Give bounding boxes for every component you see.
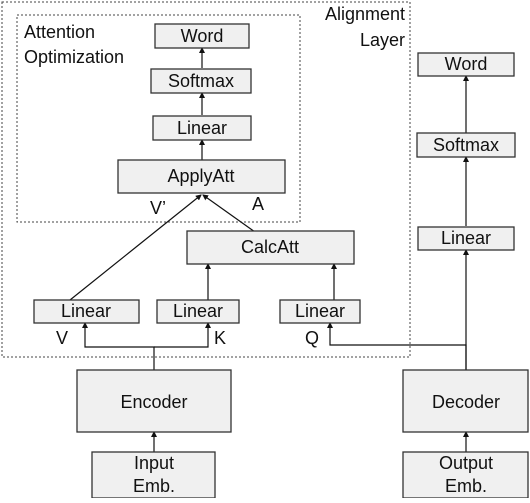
- linear-right-node: Linear: [417, 226, 515, 251]
- output-emb-label-line1: Output: [439, 453, 493, 473]
- a-label: A: [252, 194, 264, 214]
- output-emb-label-line2: Emb.: [445, 476, 487, 496]
- softmax-left-label: Softmax: [168, 71, 234, 91]
- linear-v-node: Linear: [33, 299, 140, 324]
- edge-calcatt-to-applyatt: [202, 194, 256, 233]
- alignment-layer-group: [1, 1, 411, 358]
- decoder-node: Decoder: [402, 369, 529, 433]
- linear-left-node: Linear: [152, 115, 252, 141]
- v-label: V: [56, 328, 68, 348]
- linear-q-node: Linear: [279, 299, 361, 324]
- linear-left-label: Linear: [177, 118, 227, 138]
- softmax-left-node: Softmax: [150, 68, 252, 94]
- input-emb-node: Input Emb.: [91, 451, 216, 499]
- q-label: Q: [305, 328, 319, 348]
- decoder-label: Decoder: [432, 392, 500, 412]
- word-right-node: Word: [417, 52, 515, 77]
- encoder-node: Encoder: [76, 369, 232, 433]
- softmax-right-node: Softmax: [416, 132, 516, 158]
- linear-k-node: Linear: [156, 299, 240, 324]
- word-left-node: Word: [154, 23, 250, 49]
- linear-right-label: Linear: [441, 228, 491, 248]
- word-left-label: Word: [181, 26, 224, 46]
- linear-v-label: Linear: [61, 301, 111, 321]
- attention-optimization-label-line2: Optimization: [24, 47, 124, 67]
- applyatt-label: ApplyAtt: [167, 166, 234, 186]
- applyatt-node: ApplyAtt: [117, 159, 286, 194]
- output-emb-node: Output Emb.: [402, 451, 529, 499]
- edge-linear-v-to-applyatt: [69, 194, 202, 301]
- input-emb-label-line1: Input: [134, 453, 174, 473]
- attention-optimization-label-line1: Attention: [24, 22, 95, 42]
- edge-decoder-to-linear-q: [327, 322, 467, 370]
- linear-q-label: Linear: [295, 301, 345, 321]
- word-right-label: Word: [445, 54, 488, 74]
- input-emb-label-line2: Emb.: [133, 476, 175, 496]
- calcatt-label: CalcAtt: [241, 237, 299, 257]
- calcatt-node: CalcAtt: [186, 230, 355, 265]
- alignment-layer-label-line1: Alignment: [325, 4, 405, 24]
- softmax-right-label: Softmax: [433, 135, 499, 155]
- v-prime-label: V’: [150, 198, 166, 218]
- connectors: [69, 47, 469, 452]
- linear-k-label: Linear: [173, 301, 223, 321]
- k-label: K: [214, 328, 226, 348]
- edge-encoder-to-linear-k: [154, 322, 211, 348]
- edge-encoder-to-linear-v: [82, 322, 155, 370]
- alignment-layer-label-line2: Layer: [360, 30, 405, 50]
- encoder-label: Encoder: [120, 392, 187, 412]
- attention-optimization-group: [16, 14, 301, 223]
